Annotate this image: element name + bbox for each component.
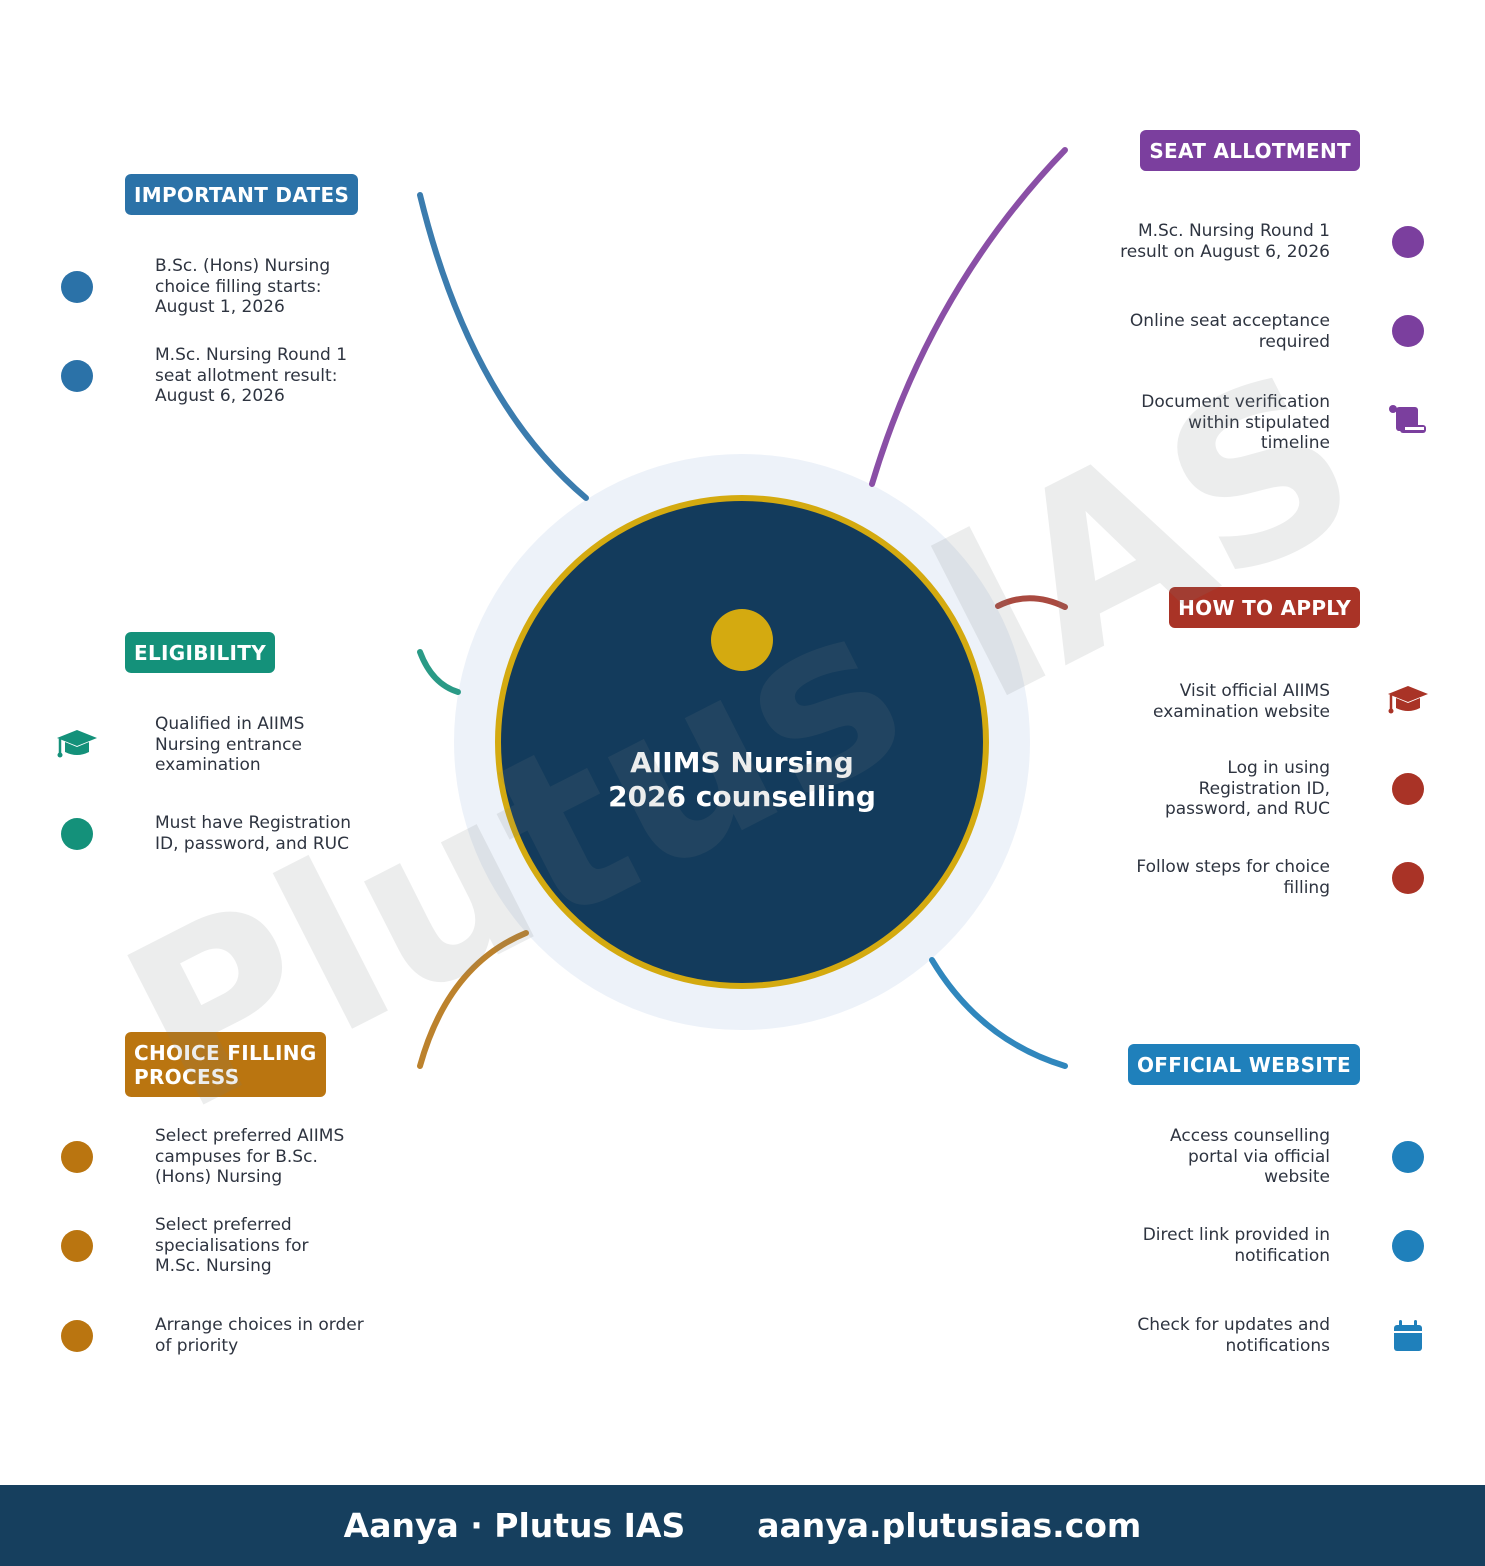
text-line: August 1, 2026	[155, 297, 285, 317]
mind-map-graphics	[417, 147, 1068, 1069]
text-line: Nursing entrance	[155, 734, 302, 755]
text-line: seat allotment result:	[155, 365, 338, 386]
text-line: campuses for B.Sc.	[155, 1146, 318, 1167]
choice-filling-item-2: Select preferred specialisations for M.S…	[155, 1215, 309, 1277]
choice-filling-marker-1	[61, 1141, 93, 1173]
text-line: M.Sc. Nursing	[155, 1256, 272, 1276]
text-line: notifications	[1225, 1335, 1330, 1356]
how-to-apply-marker-2	[1392, 773, 1424, 805]
text-line: choice filling starts:	[155, 276, 322, 297]
text-line: Registration ID,	[1198, 778, 1330, 799]
eligibility-item-1: Qualified in AIIMS Nursing entrance exam…	[155, 714, 304, 776]
choice-filling-item-3: Arrange choices in order of priority	[155, 1315, 364, 1356]
official-website-badge: OFFICIAL WEBSITE	[1128, 1044, 1360, 1085]
text-line: filling	[1283, 877, 1330, 898]
seat-allotment-item-2: Online seat acceptance required	[1130, 311, 1330, 352]
text-line: within stipulated	[1188, 412, 1330, 433]
text-line: password, and RUC	[1164, 799, 1330, 819]
badge-line: PROCESS	[134, 1065, 240, 1089]
important-dates-item-1: B.Sc. (Hons) Nursing choice filling star…	[155, 256, 330, 318]
center-title-line-2: 2026 counselling	[608, 780, 876, 813]
text-line: Qualified in AIIMS	[155, 714, 305, 734]
important-dates-marker-1	[61, 271, 93, 303]
eligibility-marker-2	[61, 818, 93, 850]
text-line: Select preferred AIIMS	[155, 1126, 345, 1146]
connector-official-website	[929, 957, 1068, 1069]
text-line: Select preferred	[155, 1215, 292, 1235]
text-line: Must have Registration	[155, 813, 351, 833]
center-circle	[495, 495, 989, 989]
text-line: M.Sc. Nursing Round 1	[1137, 221, 1330, 241]
connector-choice-filling	[417, 930, 529, 1069]
choice-filling-marker-3	[61, 1320, 93, 1352]
connector-how-to-apply	[995, 595, 1068, 610]
choice-filling-item-1: Select preferred AIIMS campuses for B.Sc…	[155, 1126, 344, 1188]
footer-url: aanya.plutusias.com	[757, 1506, 1142, 1545]
center-dot-icon	[711, 609, 773, 671]
footer: Aanya · Plutus IAS aanya.plutusias.com	[0, 1485, 1485, 1566]
text-line: timeline	[1260, 433, 1330, 453]
seat-allotment-marker-2	[1392, 315, 1424, 347]
text-line: Document verification	[1141, 392, 1330, 412]
seat-allotment-marker-1	[1392, 226, 1424, 258]
center-title-line-1: AIIMS Nursing	[630, 746, 854, 779]
connector-seat-allotment	[869, 147, 1068, 487]
choice-filling-badge: CHOICE FILLING PROCESS	[125, 1032, 326, 1097]
scroll-icon	[1386, 398, 1430, 442]
official-website-marker-2	[1392, 1230, 1424, 1262]
connector-eligibility	[417, 649, 461, 695]
text-line: Visit official AIIMS	[1179, 681, 1330, 701]
seat-allotment-badge: SEAT ALLOTMENT	[1140, 130, 1360, 171]
text-line: Direct link provided in	[1142, 1225, 1330, 1245]
important-dates-marker-2	[61, 360, 93, 392]
text-line: Online seat acceptance	[1129, 311, 1330, 331]
official-website-item-1: Access counselling portal via official w…	[1170, 1126, 1330, 1188]
text-line: Arrange choices in order	[155, 1315, 364, 1335]
important-dates-item-2: M.Sc. Nursing Round 1 seat allotment res…	[155, 345, 347, 407]
text-line: August 6, 2026	[155, 386, 285, 406]
text-line: B.Sc. (Hons) Nursing	[155, 256, 331, 276]
text-line: notification	[1234, 1245, 1330, 1266]
official-website-item-2: Direct link provided in notification	[1143, 1225, 1330, 1266]
choice-filling-marker-2	[61, 1230, 93, 1262]
text-line: website	[1264, 1167, 1330, 1187]
how-to-apply-item-1: Visit official AIIMS examination website	[1153, 681, 1330, 722]
footer-brand: Aanya · Plutus IAS	[343, 1506, 686, 1545]
how-to-apply-marker-3	[1392, 862, 1424, 894]
text-line: Follow steps for choice	[1136, 857, 1330, 877]
text-line: Check for updates and	[1137, 1315, 1330, 1335]
how-to-apply-item-3: Follow steps for choice filling	[1136, 857, 1330, 898]
calendar-icon	[1386, 1314, 1430, 1358]
text-line: result on August 6, 2026	[1120, 241, 1330, 262]
badge-line: CHOICE FILLING	[134, 1041, 317, 1065]
text-line: of priority	[155, 1335, 239, 1356]
connector-important-dates	[417, 192, 589, 501]
official-website-item-3: Check for updates and notifications	[1137, 1315, 1330, 1356]
seat-allotment-item-3: Document verification within stipulated …	[1141, 392, 1330, 454]
how-to-apply-badge: HOW TO APPLY	[1169, 587, 1360, 628]
important-dates-badge: IMPORTANT DATES	[125, 174, 359, 215]
text-line: required	[1258, 331, 1330, 352]
eligibility-badge: ELIGIBILITY	[125, 632, 276, 673]
official-website-marker-1	[1392, 1141, 1424, 1173]
how-to-apply-item-2: Log in using Registration ID, password, …	[1165, 758, 1330, 820]
text-line: (Hons) Nursing	[155, 1167, 283, 1187]
text-line: portal via official	[1187, 1146, 1330, 1167]
graduation-cap-icon	[55, 722, 99, 766]
text-line: Log in using	[1227, 758, 1330, 778]
text-line: specialisations for	[155, 1235, 309, 1256]
eligibility-item-2: Must have Registration ID, password, and…	[155, 813, 351, 854]
text-line: examination	[155, 755, 261, 775]
center-title: AIIMS Nursing 2026 counselling	[608, 746, 876, 814]
text-line: ID, password, and RUC	[155, 833, 349, 854]
graduation-cap-icon	[1386, 678, 1430, 722]
mind-map: AIIMS Nursing 2026 counselling IMPORTANT…	[55, 130, 1430, 1358]
text-line: Access counselling	[1170, 1126, 1330, 1146]
text-line: M.Sc. Nursing Round 1	[155, 345, 348, 365]
text-line: examination website	[1153, 701, 1330, 722]
seat-allotment-item-1: M.Sc. Nursing Round 1 result on August 6…	[1120, 221, 1330, 262]
